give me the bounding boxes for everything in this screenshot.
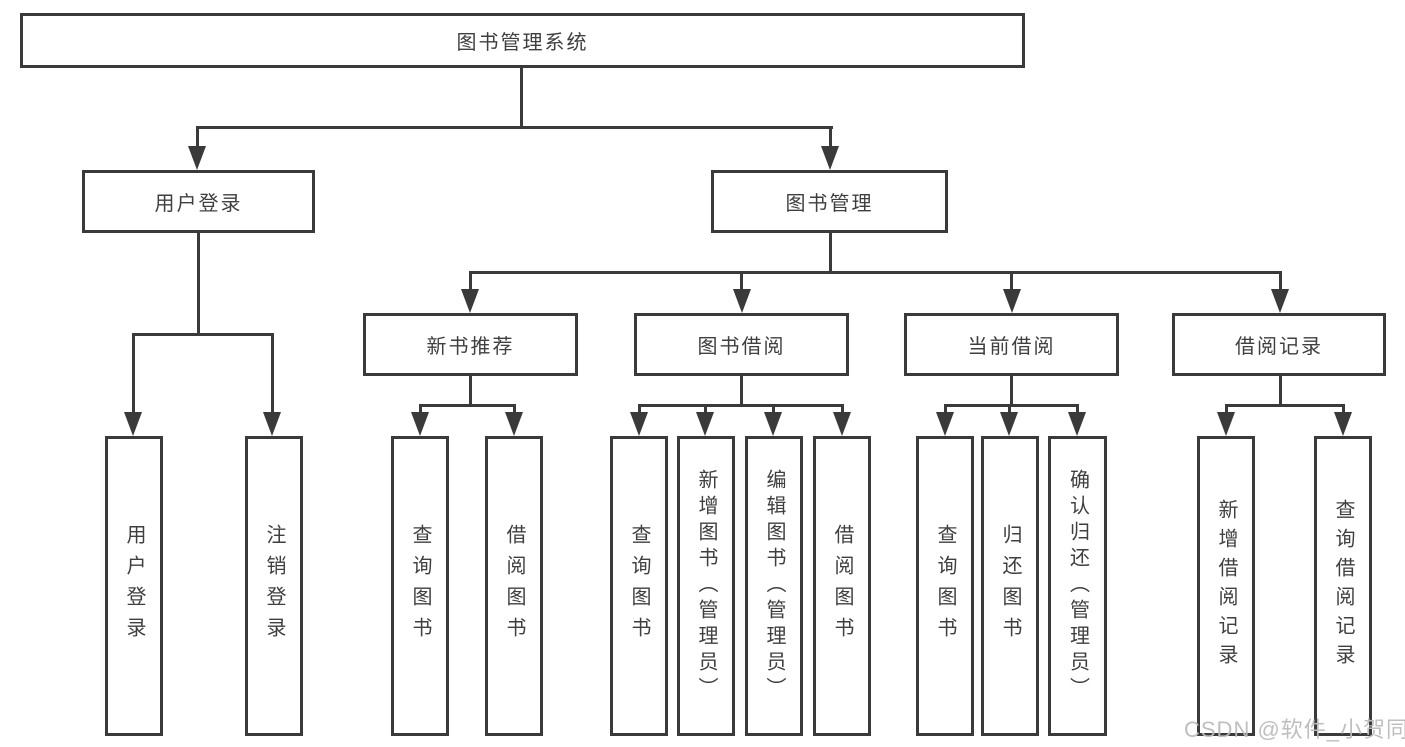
node-user-login: 用户登录	[82, 170, 315, 233]
leaf-borrow-books-recommend-label: 借阅图书	[503, 524, 525, 648]
leaf-query-books-borrowing: 查询图书	[610, 436, 668, 736]
arrowhead-down	[630, 412, 648, 436]
leaf-add-borrow-record: 新增借阅记录	[1197, 436, 1255, 736]
node-user-login-label: 用户登录	[154, 193, 243, 215]
connector-bookmgmt-stem	[829, 233, 832, 273]
connector-borrow-stem	[740, 376, 743, 406]
leaf-query-borrow-record-label: 查询借阅记录	[1332, 499, 1354, 673]
connector-current-drop1	[944, 404, 947, 418]
arrowhead-down	[1000, 412, 1018, 436]
csdn-watermark: CSDN @软件_小贺同学	[1184, 717, 1405, 742]
node-borrowing-records: 借阅记录	[1172, 313, 1386, 376]
connector-root-stem	[520, 68, 523, 128]
leaf-query-books-recommend: 查询图书	[391, 436, 449, 736]
leaf-query-books-borrowing-label: 查询图书	[628, 524, 650, 648]
node-borrowing-records-label: 借阅记录	[1235, 336, 1323, 358]
connector-records-stem	[1279, 376, 1282, 406]
connector-root-drop-right	[829, 126, 832, 150]
connector-current-hbar	[944, 404, 1079, 407]
leaf-query-books-recommend-label: 查询图书	[409, 524, 431, 648]
connector-newbook-stem	[469, 376, 472, 406]
leaf-edit-book-admin: 编辑图书（管理员）	[745, 436, 803, 736]
leaf-add-book-admin-label: 新增图书（管理员）	[695, 469, 717, 703]
arrowhead-down	[696, 412, 714, 436]
arrowhead-down	[263, 412, 281, 436]
arrowhead-down	[188, 146, 206, 170]
arrowhead-down	[1217, 412, 1235, 436]
arrowhead-down	[124, 412, 142, 436]
arrowhead-down	[733, 289, 751, 313]
arrowhead-down	[1271, 289, 1289, 313]
connector-borrow-drop2	[704, 404, 707, 418]
leaf-return-books: 归还图书	[981, 436, 1039, 736]
connector-current-stem	[1010, 376, 1013, 406]
connector-records-drop1	[1225, 404, 1228, 418]
arrowhead-down	[1068, 412, 1086, 436]
node-library-system: 图书管理系统	[20, 13, 1025, 68]
connector-bookmgmt-drop3	[1010, 271, 1013, 293]
connector-bookmgmt-drop1	[469, 271, 472, 293]
connector-current-drop2	[1008, 404, 1011, 418]
connector-borrow-drop3	[772, 404, 775, 418]
leaf-user-login-label: 用户登录	[123, 524, 145, 648]
connector-userlogin-stem	[197, 233, 200, 335]
arrowhead-down	[821, 146, 839, 170]
arrowhead-down	[1003, 289, 1021, 313]
leaf-logout-label: 注销登录	[263, 524, 285, 648]
leaf-query-books-current: 查询图书	[916, 436, 974, 736]
node-book-management: 图书管理	[711, 170, 948, 233]
connector-borrow-drop4	[841, 404, 844, 418]
arrowhead-down	[833, 412, 851, 436]
connector-root-drop-left	[196, 126, 199, 150]
connector-records-drop2	[1342, 404, 1345, 418]
leaf-user-login: 用户登录	[105, 436, 163, 736]
node-new-book-recommend: 新书推荐	[363, 313, 578, 376]
connector-bookmgmt-hbar	[469, 271, 1282, 274]
connector-userlogin-drop-left	[132, 333, 135, 414]
node-current-borrowing: 当前借阅	[904, 313, 1119, 376]
connector-newbook-drop2	[513, 404, 516, 418]
node-book-management-label: 图书管理	[785, 193, 874, 215]
connector-records-hbar	[1225, 404, 1345, 407]
arrowhead-down	[1334, 412, 1352, 436]
node-book-borrowing-label: 图书借阅	[697, 336, 786, 358]
connector-borrow-hbar	[638, 404, 844, 407]
leaf-borrow-books-label: 借阅图书	[831, 524, 853, 648]
leaf-return-books-label: 归还图书	[999, 524, 1021, 648]
connector-borrow-drop1	[638, 404, 641, 418]
connector-bookmgmt-drop2	[740, 271, 743, 293]
leaf-add-borrow-record-label: 新增借阅记录	[1215, 499, 1237, 673]
arrowhead-down	[505, 412, 523, 436]
arrowhead-down	[936, 412, 954, 436]
connector-userlogin-drop-right	[271, 333, 274, 414]
node-new-book-recommend-label: 新书推荐	[426, 336, 515, 358]
leaf-confirm-return-admin-label: 确认归还（管理员）	[1066, 469, 1089, 703]
connector-newbook-hbar	[419, 404, 516, 407]
connector-newbook-drop1	[419, 404, 422, 418]
leaf-borrow-books-recommend: 借阅图书	[485, 436, 543, 736]
leaf-query-books-current-label: 查询图书	[934, 524, 956, 648]
leaf-confirm-return-admin: 确认归还（管理员）	[1048, 436, 1107, 736]
connector-current-drop3	[1076, 404, 1079, 418]
node-book-borrowing: 图书借阅	[634, 313, 849, 376]
arrowhead-down	[411, 412, 429, 436]
leaf-add-book-admin: 新增图书（管理员）	[677, 436, 735, 736]
leaf-logout: 注销登录	[245, 436, 303, 736]
leaf-query-borrow-record: 查询借阅记录	[1314, 436, 1372, 736]
arrowhead-down	[461, 289, 479, 313]
leaf-borrow-books: 借阅图书	[813, 436, 871, 736]
connector-root-hbar	[196, 126, 833, 129]
node-library-system-label: 图书管理系统	[456, 32, 589, 54]
arrowhead-down	[764, 412, 782, 436]
node-current-borrowing-label: 当前借阅	[967, 336, 1056, 358]
leaf-edit-book-admin-label: 编辑图书（管理员）	[763, 469, 785, 703]
connector-userlogin-hbar	[132, 333, 274, 336]
connector-bookmgmt-drop4	[1279, 271, 1282, 293]
